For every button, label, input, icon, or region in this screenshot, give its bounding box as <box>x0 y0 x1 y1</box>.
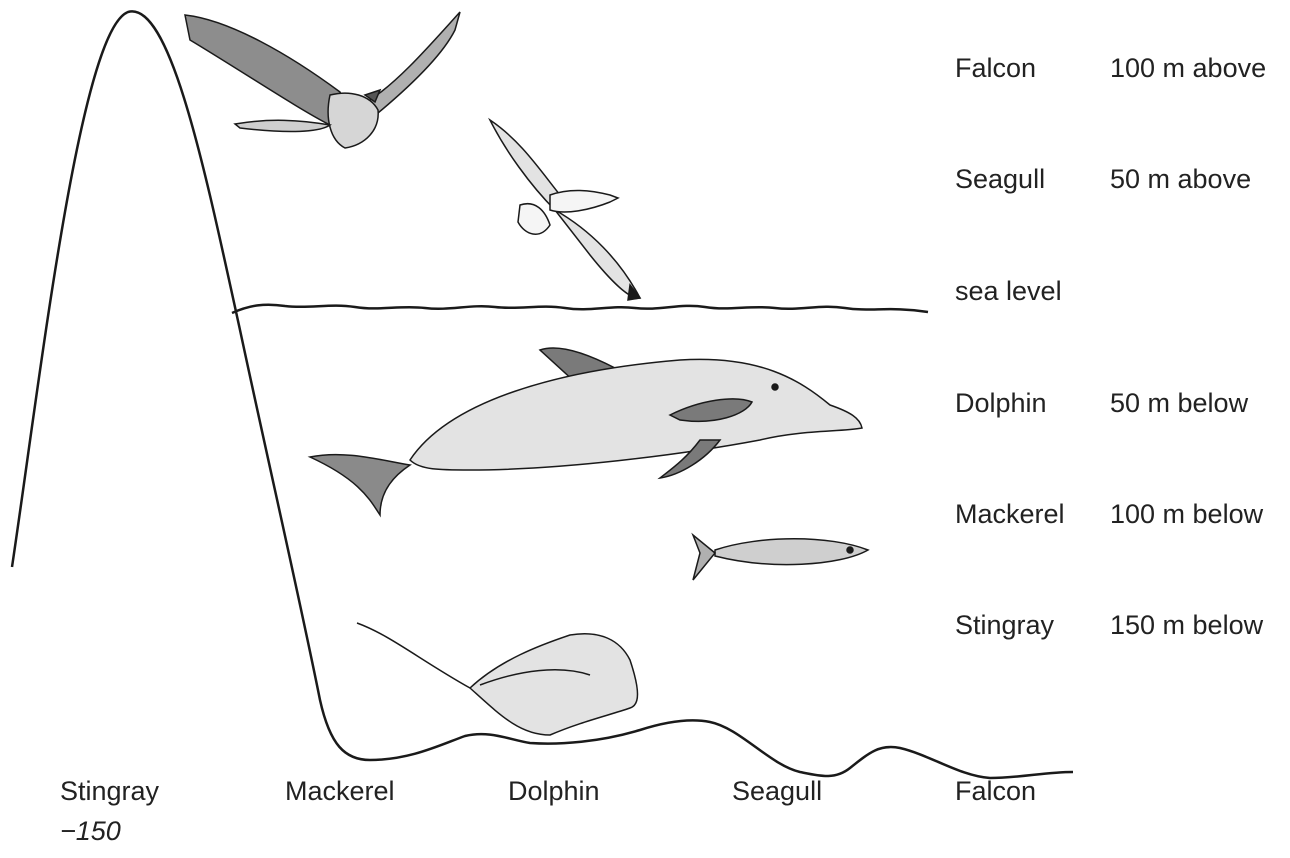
level-seagull-position: 50 m above <box>1110 163 1251 195</box>
sea-level-line <box>232 305 928 313</box>
falcon-icon <box>185 12 460 148</box>
seagull-icon <box>490 120 640 300</box>
number-line-label-falcon: Falcon <box>955 775 1036 807</box>
level-mackerel-position: 100 m below <box>1110 498 1263 530</box>
level-dolphin-animal: Dolphin <box>955 387 1047 419</box>
stingray-icon <box>357 623 638 735</box>
level-seagull-animal: Seagull <box>955 163 1045 195</box>
level-falcon-animal: Falcon <box>955 52 1036 84</box>
level-dolphin-position: 50 m below <box>1110 387 1248 419</box>
level-sea-level: sea level <box>955 275 1062 307</box>
level-mackerel-animal: Mackerel <box>955 498 1065 530</box>
number-line-label-stingray: Stingray <box>60 775 159 807</box>
number-line-label-seagull: Seagull <box>732 775 822 807</box>
stingray-answer-value: −150 <box>60 816 121 847</box>
level-stingray-animal: Stingray <box>955 609 1054 641</box>
level-falcon-position: 100 m above <box>1110 52 1266 84</box>
level-stingray-position: 150 m below <box>1110 609 1263 641</box>
dolphin-icon <box>310 348 862 515</box>
number-line-label-mackerel: Mackerel <box>285 775 395 807</box>
mackerel-icon <box>693 535 868 580</box>
number-line-label-dolphin: Dolphin <box>508 775 600 807</box>
